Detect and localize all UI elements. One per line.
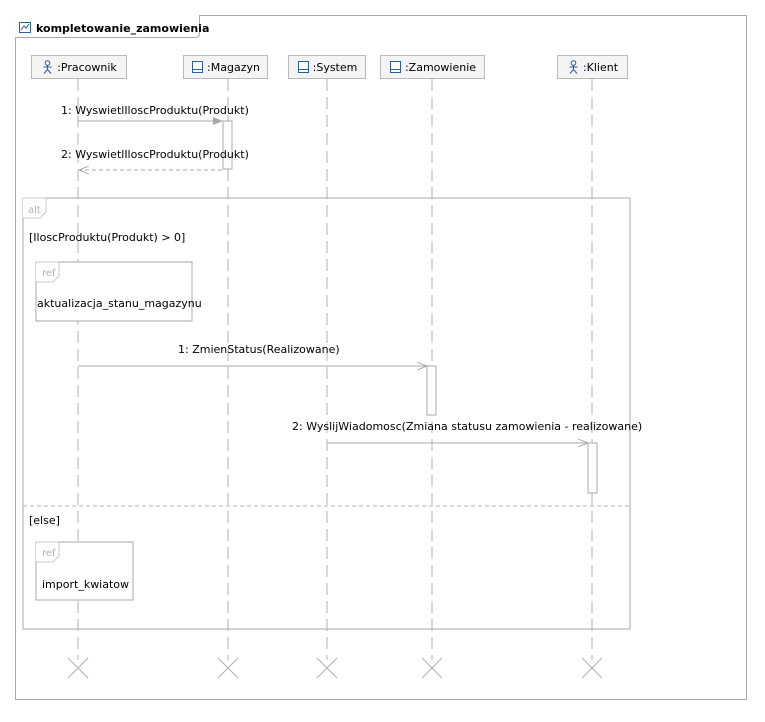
lifeline-label-pracownik: :Pracownik <box>57 60 117 74</box>
lifeline-head-zamowienie[interactable]: :Zamowienie <box>380 55 485 79</box>
activation-bar-magazyn <box>222 120 233 170</box>
class-icon <box>192 61 204 73</box>
ref-fragment-aktualizacja-tag <box>36 261 60 283</box>
activation-bar-zamowienie <box>426 365 437 416</box>
sequence-diagram-icon <box>19 22 31 33</box>
alt-guard-1: [IloscProduktu(Produkt) > 0] <box>29 231 186 244</box>
class-icon <box>297 61 309 73</box>
destruction-marker-system <box>316 657 338 679</box>
ref-keyword-aktualizacja: ref <box>42 268 56 279</box>
diagram-title: kompletowanie_zamowienia <box>36 22 210 35</box>
message-label-1: 1: WyswietlIloscProduktu(Produkt) <box>61 104 249 117</box>
alt-fragment <box>22 197 631 630</box>
alt-keyword: alt <box>28 205 41 216</box>
actor-icon <box>43 60 52 74</box>
lifeline-head-klient[interactable]: :Klient <box>557 55 628 79</box>
class-icon <box>389 61 401 73</box>
destruction-marker-zamowienie <box>421 657 443 679</box>
lifeline-head-magazyn[interactable]: :Magazyn <box>183 55 268 79</box>
destruction-marker-magazyn <box>217 657 239 679</box>
diagram-frame-tab <box>15 15 200 38</box>
lifeline-label-klient: :Klient <box>582 60 619 74</box>
alt-guard-2: [else] <box>29 514 60 527</box>
lifeline-head-system[interactable]: :System <box>288 55 366 79</box>
destruction-marker-pracownik <box>67 657 89 679</box>
message-label-2: 2: WyswietlIloscProduktu(Produkt) <box>61 148 249 161</box>
ref-fragment-aktualizacja[interactable] <box>35 261 193 322</box>
alt-fragment-tag <box>23 197 47 219</box>
ref-name-import: import_kwiatow <box>42 578 130 591</box>
message-label-wyslijwiadomosc: 2: WyslijWiadomosc(Zmiana statusu zamowi… <box>292 420 643 433</box>
ref-name-aktualizacja: aktualizacja_stanu_magazynu <box>37 297 202 310</box>
lifeline-label-zamowienie: :Zamowienie <box>404 60 477 74</box>
ref-keyword-import: ref <box>42 548 56 559</box>
diagram-frame <box>15 15 747 700</box>
lifeline-label-magazyn: :Magazyn <box>207 60 260 74</box>
actor-icon <box>569 60 578 74</box>
activation-bar-klient <box>587 442 598 494</box>
destruction-marker-klient <box>581 657 603 679</box>
lifeline-label-system: :System <box>312 60 358 74</box>
message-label-zmienstatus: 1: ZmienStatus(Realizowane) <box>178 343 340 356</box>
lifeline-head-pracownik[interactable]: :Pracownik <box>31 55 127 79</box>
ref-fragment-import-tag <box>36 541 60 563</box>
